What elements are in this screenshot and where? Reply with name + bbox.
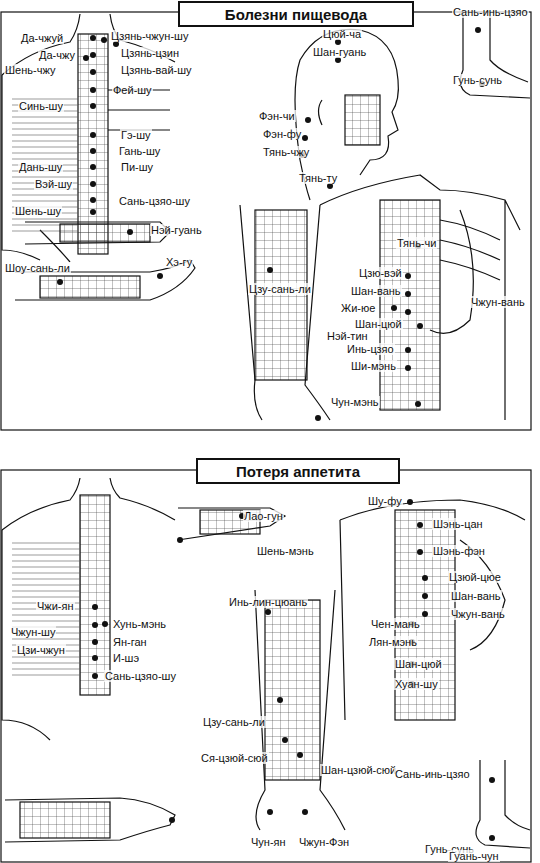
point-label: Цзи-чжун <box>16 644 66 656</box>
point-label: Цзу-сань-ли <box>248 283 312 295</box>
point-label: Жи-юе <box>340 302 376 314</box>
point-label: Шан-вань <box>350 285 402 297</box>
point-label: Чжун-вань <box>470 296 526 308</box>
point-label: Чун-мэнь <box>330 396 380 408</box>
panel-title: Болезни пищевода <box>225 6 367 23</box>
point-label: И-шэ <box>112 652 140 664</box>
leg-figure <box>255 590 345 830</box>
point-label: Шан-вань <box>450 590 502 602</box>
point-label: Шень-мэнь <box>256 545 315 557</box>
point-label: Инь-лин-цюань <box>228 596 308 608</box>
point-label: Цзянь-цзин <box>120 47 180 59</box>
point-label: Чжун-шу <box>10 626 56 638</box>
point-label: Шэнь-фэн <box>432 545 486 557</box>
head-figure <box>295 29 398 200</box>
torso-figure <box>340 499 525 720</box>
point-label: Сань-инь-цзяо <box>394 768 471 780</box>
point-label: Лао-гун <box>243 510 284 522</box>
point-label: Шэнь-цан <box>432 518 484 530</box>
point-label: Гунь-сунь <box>452 74 503 86</box>
point-label: Шан-гуань <box>312 46 367 58</box>
point-label: Вэй-шу <box>34 178 73 190</box>
arm-figure <box>177 508 285 543</box>
point-label: Да-чжуй <box>20 32 64 44</box>
point-label: Сань-цзяо-шу <box>118 195 191 207</box>
point-label: Чен-мань <box>370 618 421 630</box>
point-label: Хуан-шу <box>394 678 439 690</box>
arm-figure <box>5 798 175 842</box>
point-label: Фей-шу <box>112 84 153 96</box>
point-label: Чжун-вань <box>450 608 506 620</box>
point-label: Гэ-шу <box>120 129 152 141</box>
point-label: Фэн-чи <box>258 110 296 122</box>
point-label: Тянь-чи <box>396 237 437 249</box>
point-label: Гань-шу <box>118 145 161 157</box>
point-label: Шу-фу <box>367 495 403 507</box>
point-label: Синь-шу <box>18 100 64 112</box>
point-label: Тянь-чжу <box>262 146 310 158</box>
point-label: Лян-мэнь <box>368 636 418 648</box>
point-label: Ся-цзюй-сюй <box>200 752 269 764</box>
point-label: Ши-мэнь <box>350 360 397 372</box>
panel-frame <box>1 470 531 862</box>
point-label: Инь-цзяо <box>346 343 395 355</box>
point-label: Чун-ян <box>250 836 287 848</box>
point-label: Цзянь-чжун-шу <box>110 30 189 42</box>
point-label: Шень-чжу <box>4 64 56 76</box>
point-label: Шан-цюй <box>354 318 403 330</box>
point-label: Гуань-чун <box>448 850 500 862</box>
point-label: Чжун-Фэн <box>298 836 350 848</box>
title-box: Болезни пищевода <box>178 1 414 27</box>
foot-figure <box>476 760 530 848</box>
panel-frame <box>1 12 531 430</box>
point-label: Цзу-сань-ли <box>202 716 266 728</box>
point-label: Фэн-фу <box>262 128 302 140</box>
point-label: Шень-шу <box>14 205 62 217</box>
point-label: Чжи-ян <box>36 600 75 612</box>
point-label: Цюй-ча <box>322 28 362 40</box>
leg-figure <box>240 205 330 421</box>
title-box: Потеря аппетита <box>196 458 400 484</box>
point-label: Цзюй-цюе <box>448 571 502 583</box>
point-label: Сань-цзяо-шу <box>104 670 177 682</box>
point-label: Сань-инь-цзяо <box>452 6 529 18</box>
back-figure <box>2 478 175 740</box>
point-label: Дань-шу <box>18 161 63 173</box>
panel-title: Потеря аппетита <box>236 463 360 480</box>
point-label: Хэ-гу <box>165 256 193 268</box>
point-label: Шан-цзюй-сюй <box>320 764 397 776</box>
point-label: Ян-ган <box>112 636 148 648</box>
point-label: Шан-цюй <box>394 658 443 670</box>
point-label: Нэй-гуань <box>150 224 203 236</box>
point-label: Цзю-вэй <box>358 267 403 279</box>
point-label: Хунь-мэнь <box>112 618 167 630</box>
point-label: Пи-шу <box>120 161 154 173</box>
point-label: Шоу-сань-ли <box>4 262 71 274</box>
point-label: Да-чжу <box>38 49 76 61</box>
point-label: Тянь-ту <box>298 172 338 184</box>
point-label: Цзянь-вай-шу <box>120 64 193 76</box>
point-label: Нэй-тин <box>326 330 369 342</box>
